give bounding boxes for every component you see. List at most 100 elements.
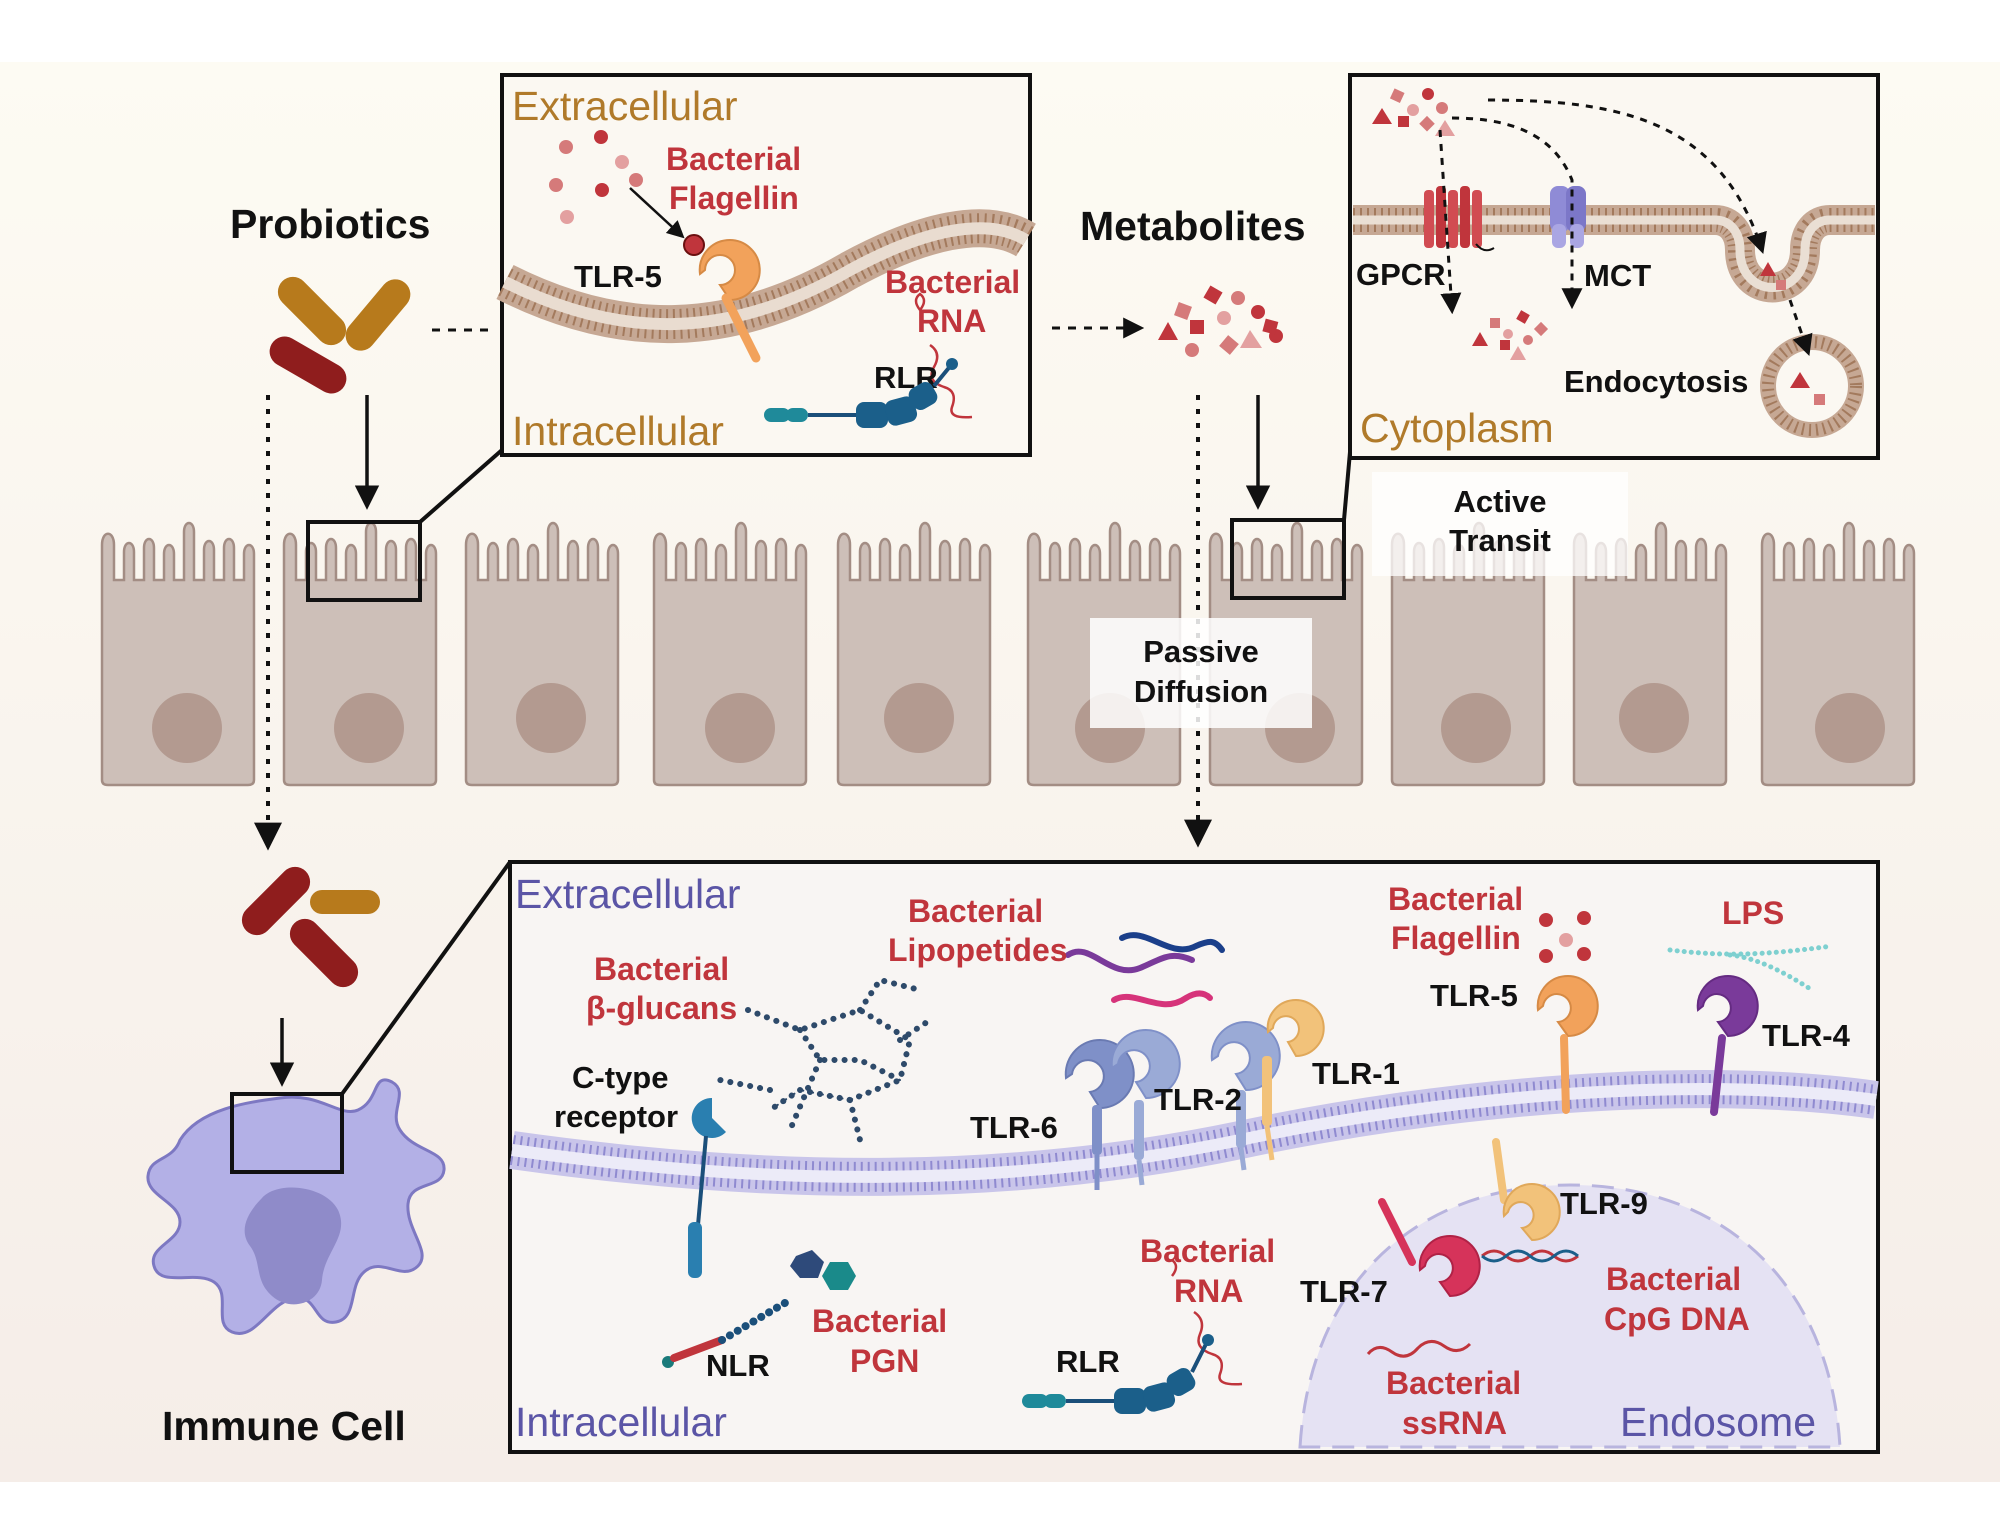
tlr2-label: TLR-2: [1154, 1082, 1242, 1117]
ctype-line2: receptor: [554, 1099, 678, 1134]
metabolite-zoom-line: [1342, 451, 1352, 521]
inset3-flagellin-particles: [1539, 911, 1591, 963]
probiotic-zoom-line: [418, 448, 504, 524]
tlr1-label: TLR-1: [1312, 1056, 1400, 1091]
probiotic-zoom-box: [306, 520, 422, 602]
inset1-rna-line1: Bacterial: [885, 264, 1020, 300]
probiotic-bacteria-bottom: [241, 866, 380, 988]
passive-label-line1: Passive: [1143, 634, 1259, 669]
epithelial-cell-5: [836, 521, 992, 787]
cytoplasm-label: Cytoplasm: [1360, 405, 1554, 451]
inset3-rna-line1: Bacterial: [1140, 1233, 1275, 1269]
inset1-flagellin-line1: Bacterial: [666, 141, 801, 177]
inset1-intracellular-label: Intracellular: [512, 408, 724, 454]
epithelial-cell-4: [652, 521, 808, 787]
nucleus: [152, 693, 222, 763]
vesicle-arrow: [1788, 299, 1813, 356]
tlr4-receptor-icon: [1696, 975, 1759, 1116]
endocytic-vesicle: [1760, 334, 1864, 438]
nucleus: [334, 693, 404, 763]
flagellin-particles: [549, 130, 643, 224]
lipopeptide-strands: [1065, 932, 1225, 1008]
inset3-tlr5-receptor-icon: [1536, 975, 1599, 1114]
nlr-icon: [662, 1250, 856, 1368]
tlr6-label: TLR-6: [970, 1110, 1058, 1145]
epithelial-cell-10: [1760, 521, 1916, 787]
endosome-label: Endosome: [1620, 1399, 1816, 1445]
nucleus: [705, 693, 775, 763]
tlr9-label: TLR-9: [1560, 1186, 1648, 1221]
epithelial-cell-1: [100, 521, 256, 787]
beta-glucan-network: [717, 976, 933, 1143]
inset1-membrane-core: [502, 222, 1030, 330]
cpg-line2: CpG DNA: [1604, 1301, 1750, 1337]
endocytosis-label: Endocytosis: [1564, 364, 1748, 399]
lps-label: LPS: [1722, 895, 1784, 931]
mct-transport-arrow: [1451, 116, 1583, 310]
gpcr-label: GPCR: [1356, 257, 1446, 292]
tlr7-label: TLR-7: [1300, 1274, 1388, 1309]
inset3-rna-line2: RNA: [1174, 1273, 1243, 1309]
tlr1-receptor-icon: [1262, 999, 1325, 1161]
lipo-line1: Bacterial: [908, 893, 1043, 929]
inset3-extracellular-label: Extracellular: [515, 871, 741, 917]
probiotic-bacteria-top: [269, 276, 411, 394]
probiotics-label: Probiotics: [230, 201, 430, 247]
cpg-line1: Bacterial: [1606, 1261, 1741, 1297]
immune-cell-icon: [146, 1078, 446, 1336]
inset3-tlr5-label: TLR-5: [1430, 978, 1518, 1013]
glucans-line1: Bacterial: [594, 951, 729, 987]
pgn-line1: Bacterial: [812, 1303, 947, 1339]
inset2-membrane-core: [1353, 215, 1875, 292]
active-label-line1: Active: [1453, 484, 1546, 519]
flagellin-bound: [683, 234, 705, 256]
endocytosis-entry-arrow: [1487, 98, 1767, 254]
tlr9-receptor-icon: [1492, 1138, 1561, 1242]
epithelial-cell-8: [1390, 521, 1546, 787]
inset1-tlr5-label: TLR-5: [574, 259, 662, 294]
flag-line2: Flagellin: [1391, 920, 1521, 956]
inset-probiotic: Extracellular Intracellular Bacterial Fl…: [496, 73, 1036, 457]
nucleus: [1441, 693, 1511, 763]
passive-diffusion-box: [1090, 618, 1312, 728]
gpcr-transport-arrow: [1438, 129, 1462, 315]
metabolite-particles: [1158, 285, 1283, 357]
tlr5-receptor-icon: [698, 239, 761, 363]
pgn-line2: PGN: [850, 1343, 919, 1379]
nucleus: [1815, 693, 1885, 763]
inset3-rna-strand: [1171, 1259, 1243, 1386]
flag-line1: Bacterial: [1388, 881, 1523, 917]
ssrna-line1: Bacterial: [1386, 1365, 1521, 1401]
active-transit-box: [1372, 472, 1628, 576]
ssrna-line2: ssRNA: [1402, 1405, 1507, 1441]
inset-immune: Extracellular Intracellular Endosome Bac…: [508, 860, 1880, 1454]
immune-nucleus: [244, 1187, 342, 1305]
flagellin-binding-arrow: [629, 187, 685, 239]
cpg-dna-strand: [1481, 1249, 1579, 1263]
nucleus: [1619, 683, 1689, 753]
inset1-rlr-icon: [764, 358, 958, 428]
ctype-line1: C-type: [572, 1060, 668, 1095]
epithelial-cell-3: [464, 521, 620, 787]
nucleus: [884, 683, 954, 753]
lps-strands: [1667, 943, 1835, 993]
inset1-extracellular-label: Extracellular: [512, 83, 738, 129]
inset1-rna-line2: RNA: [917, 303, 986, 339]
tlr7-receptor-icon: [1378, 1198, 1481, 1298]
inset3-rlr-icon: [1022, 1334, 1214, 1414]
inset1-rna-strand: [914, 292, 973, 419]
tlr2-receptor-icon: [1110, 1029, 1181, 1186]
lipo-line2: Lipopetides: [888, 932, 1068, 968]
inset3-rlr-label: RLR: [1056, 1344, 1120, 1379]
inset-metabolite: GPCR MCT Endocytosis Cytoplasm: [1348, 73, 1880, 460]
c-type-receptor-icon: [688, 1097, 726, 1278]
glucans-line2: β-glucans: [586, 990, 737, 1026]
nlr-label: NLR: [706, 1348, 770, 1383]
inset2-intracellular-metabolites: [1472, 310, 1549, 360]
epithelial-cell-2: [282, 521, 438, 787]
immune-cell-label: Immune Cell: [162, 1403, 406, 1449]
mct-label: MCT: [1584, 258, 1651, 293]
metabolites-label: Metabolites: [1080, 203, 1306, 249]
